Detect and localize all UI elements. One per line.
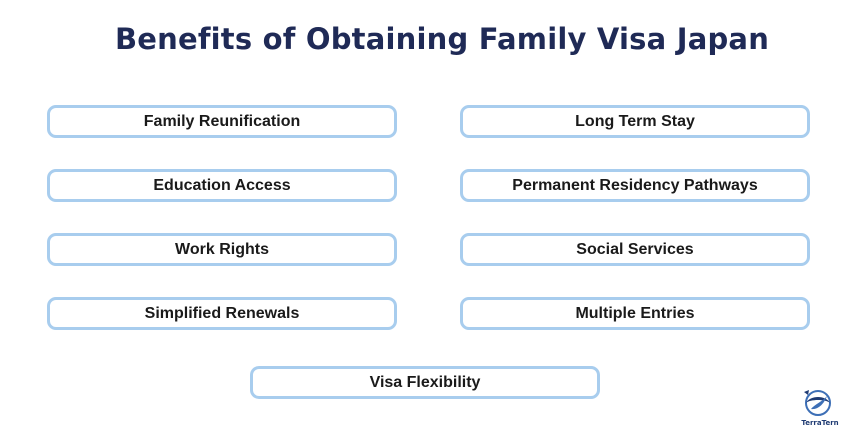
benefit-label: Education Access — [153, 176, 291, 194]
benefit-label: Family Reunification — [143, 112, 301, 130]
benefit-box-multiple-entries: Multiple Entries — [460, 297, 810, 330]
terratern-logo: TerraTern — [800, 386, 839, 432]
benefit-label: Work Rights — [175, 240, 269, 258]
benefit-box-social-services: Social Services — [460, 233, 810, 266]
benefit-box-education-access: Education Access — [47, 169, 397, 202]
benefit-label: Long Term Stay — [575, 112, 695, 130]
benefit-label: Multiple Entries — [575, 304, 695, 322]
logo-text: TerraTern — [801, 419, 839, 427]
benefit-label: Social Services — [576, 240, 694, 258]
benefit-label: Permanent Residency Pathways — [512, 176, 758, 194]
benefit-box-long-term-stay: Long Term Stay — [460, 105, 810, 138]
benefit-box-family-reunification: Family Reunification — [47, 105, 397, 138]
benefit-label: Simplified Renewals — [144, 304, 300, 322]
page-title: Benefits of Obtaining Family Visa Japan — [114, 22, 770, 56]
terratern-logo-icon — [804, 390, 831, 416]
benefit-label: Visa Flexibility — [369, 373, 481, 391]
benefit-box-permanent-residency: Permanent Residency Pathways — [460, 169, 810, 202]
benefit-box-work-rights: Work Rights — [47, 233, 397, 266]
benefit-box-simplified-renewals: Simplified Renewals — [47, 297, 397, 330]
benefit-box-visa-flexibility: Visa Flexibility — [250, 366, 600, 399]
